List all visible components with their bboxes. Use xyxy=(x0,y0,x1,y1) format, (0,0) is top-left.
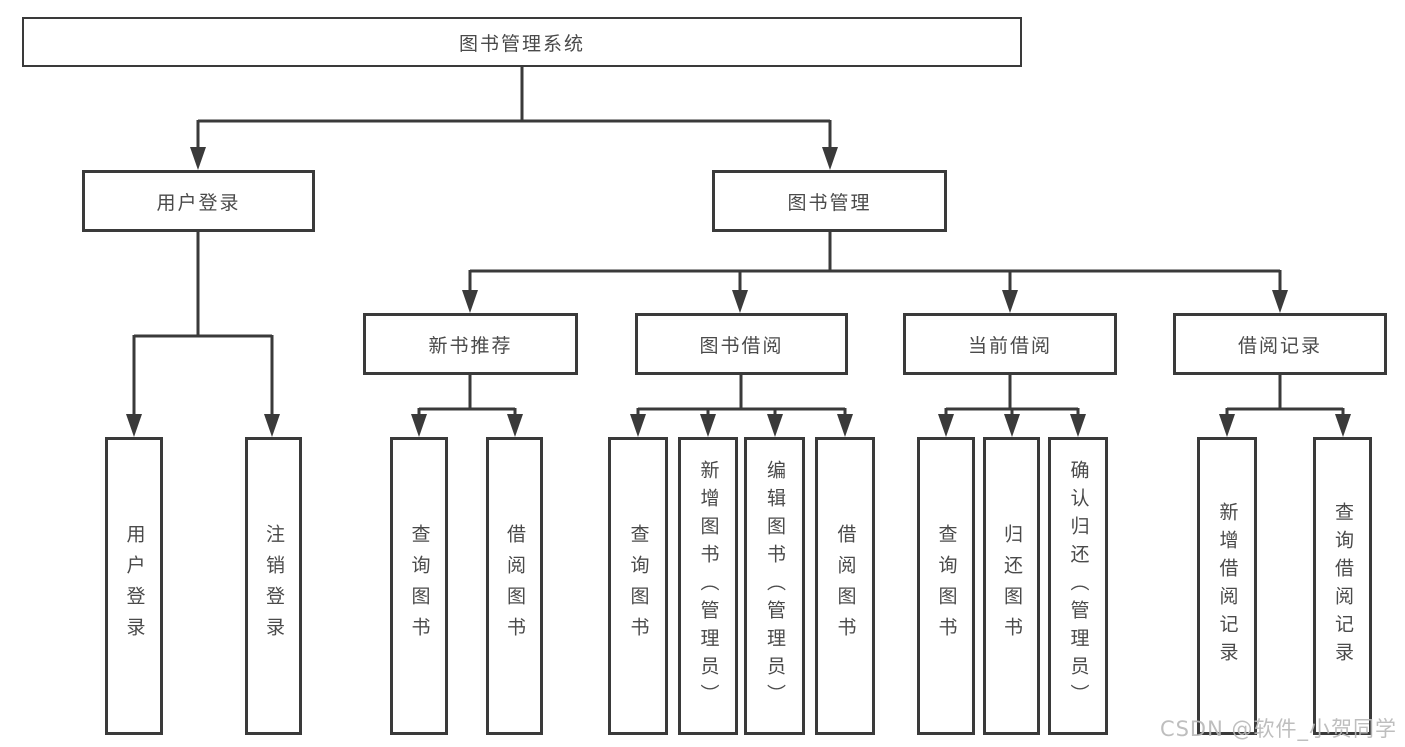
node-borrowing-records: 借阅记录 xyxy=(1173,313,1387,375)
leaf-label: 借阅图书 xyxy=(504,524,526,648)
node-book-management: 图书管理 xyxy=(712,170,947,232)
leaf-confirm-return-admin: 确认归还（管理员） xyxy=(1048,437,1108,735)
leaf-query-borrow-record: 查询借阅记录 xyxy=(1313,437,1372,735)
leaf-borrowing-query-books: 查询图书 xyxy=(608,437,668,735)
leaf-return-books: 归还图书 xyxy=(983,437,1040,735)
node-label: 用户登录 xyxy=(156,191,241,214)
leaf-label: 新增借阅记录 xyxy=(1216,502,1239,670)
node-label: 图书借阅 xyxy=(699,334,784,357)
leaf-label: 借阅图书 xyxy=(834,524,857,648)
leaf-add-books-admin: 新增图书（管理员） xyxy=(678,437,738,735)
node-user-login: 用户登录 xyxy=(82,170,315,232)
leaf-label: 归还图书 xyxy=(1001,524,1023,648)
leaf-label: 编辑图书（管理员） xyxy=(764,460,786,712)
leaf-current-query-books: 查询图书 xyxy=(917,437,975,735)
node-label: 新书推荐 xyxy=(428,334,513,357)
csdn-watermark: CSDN @软件_小贺同学 xyxy=(1159,717,1397,741)
leaf-label: 用户登录 xyxy=(123,524,146,648)
node-label: 图书管理系统 xyxy=(458,32,585,55)
leaf-label: 查询图书 xyxy=(408,524,431,648)
leaf-label: 新增图书（管理员） xyxy=(697,460,720,712)
leaf-logout: 注销登录 xyxy=(245,437,302,735)
leaf-label: 查询借阅记录 xyxy=(1332,502,1354,670)
node-library-management-system: 图书管理系统 xyxy=(22,17,1022,67)
node-label: 当前借阅 xyxy=(967,334,1052,357)
arrowheads xyxy=(126,147,1351,437)
leaf-edit-books-admin: 编辑图书（管理员） xyxy=(744,437,805,735)
leaf-add-borrow-record: 新增借阅记录 xyxy=(1197,437,1257,735)
node-label: 图书管理 xyxy=(787,191,872,214)
leaf-recommend-query-books: 查询图书 xyxy=(390,437,448,735)
node-label: 借阅记录 xyxy=(1237,334,1322,357)
leaf-recommend-borrow-books: 借阅图书 xyxy=(486,437,543,735)
node-book-borrowing: 图书借阅 xyxy=(635,313,848,375)
leaf-label: 确认归还（管理员） xyxy=(1067,460,1090,712)
leaf-label: 查询图书 xyxy=(935,524,958,648)
node-current-borrowing: 当前借阅 xyxy=(903,313,1117,375)
leaf-label: 注销登录 xyxy=(263,524,285,648)
leaf-label: 查询图书 xyxy=(627,524,650,648)
node-new-book-recommendation: 新书推荐 xyxy=(363,313,578,375)
leaf-borrowing-borrow-books: 借阅图书 xyxy=(815,437,875,735)
leaf-user-login: 用户登录 xyxy=(105,437,163,735)
